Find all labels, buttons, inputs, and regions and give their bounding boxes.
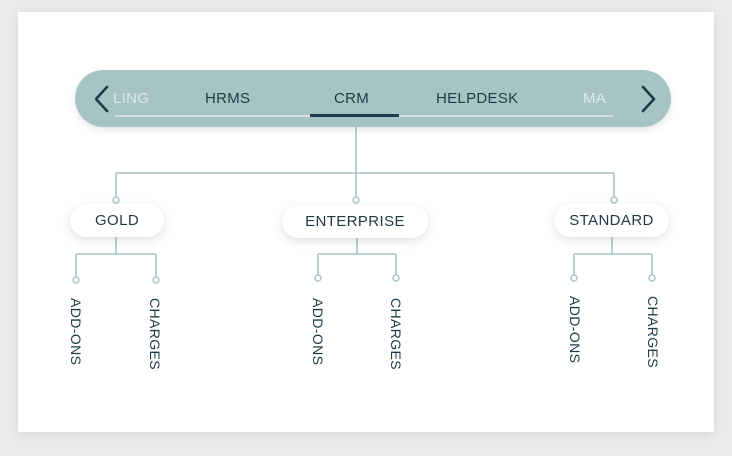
gold-charges[interactable]: CHARGES [147, 298, 163, 371]
active-tab-indicator [310, 114, 399, 117]
tab-helpdesk[interactable]: HELPDESK [436, 90, 519, 107]
enterprise-add-ons[interactable]: ADD-ONS [310, 298, 326, 366]
tab-crm[interactable]: CRM [334, 90, 370, 107]
chevron-left-icon[interactable] [89, 84, 115, 114]
tab-billing[interactable]: LING [113, 90, 150, 107]
tab-ma[interactable]: MA [583, 90, 607, 107]
standard-add-ons[interactable]: ADD-ONS [567, 296, 583, 364]
chevron-right-icon[interactable] [635, 84, 661, 114]
gold-add-ons[interactable]: ADD-ONS [68, 298, 84, 366]
plan-standard[interactable]: STANDARD [554, 204, 669, 237]
plan-gold[interactable]: GOLD [70, 204, 164, 237]
tab-hrms[interactable]: HRMS [205, 90, 251, 107]
standard-charges[interactable]: CHARGES [645, 296, 661, 369]
plan-enterprise[interactable]: ENTERPRISE [282, 205, 428, 238]
enterprise-charges[interactable]: CHARGES [388, 298, 404, 371]
product-tab-bar: LING HRMS CRM HELPDESK MA [75, 70, 671, 127]
